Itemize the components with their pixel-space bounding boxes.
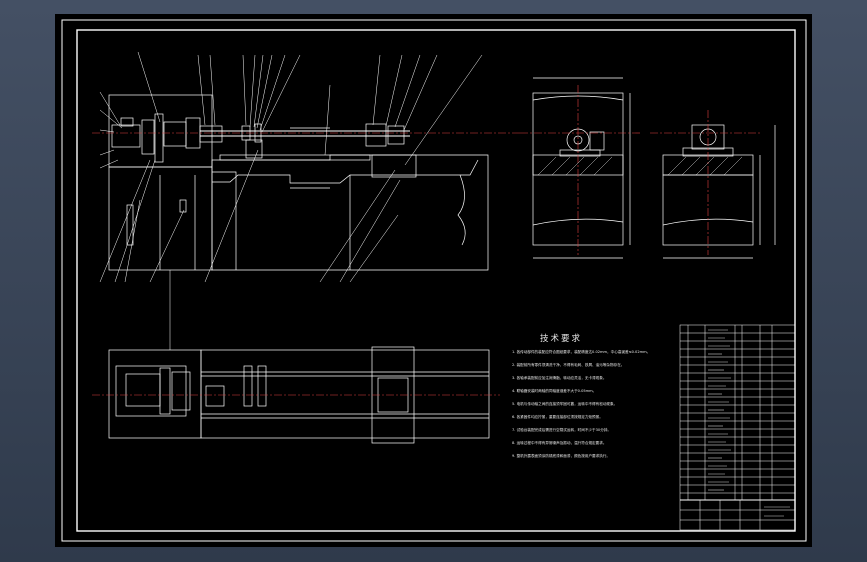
parts-list-entries (708, 329, 790, 517)
center-lines (92, 85, 760, 396)
req-8: 8. 运转过程中不得有异常噪声及振动，温升符合规定要求。 (512, 440, 606, 445)
plan-view (108, 270, 490, 444)
tech-requirements: 技术要求 1. 各传动部件的装配应符合图纸要求，装配精度达0.02mm，中心高误… (512, 333, 650, 458)
req-3: 3. 各轴承装配前应加注润滑脂，转动应灵活，无卡滞现象。 (512, 375, 606, 380)
req-9: 9. 整机外露表面须涂防锈底漆和面漆，颜色按用户要求执行。 (512, 453, 610, 458)
tech-requirements-title: 技术要求 (540, 333, 582, 344)
inner-frame (76, 29, 796, 532)
drawing-sheet (55, 14, 812, 547)
req-7: 7. 试验台装配完成后需进行空载试运转，时间不少于30分钟。 (512, 427, 611, 432)
req-6: 6. 各紧固件均应拧紧，重要连接部位须按规定力矩预紧。 (512, 414, 603, 419)
req-2: 2. 装配前所有零件须清洗干净，不得有毛刺、铁屑、油污等杂物存在。 (512, 362, 624, 367)
outer-frame (61, 19, 807, 542)
front-elevation (108, 94, 489, 271)
req-1: 1. 各传动部件的装配应符合图纸要求，装配精度达0.02mm，中心高误差≤0.0… (512, 349, 650, 354)
parts-list (679, 324, 796, 531)
req-4: 4. 联轴器安装时两轴的同轴度误差不大于0.05mm。 (512, 388, 596, 393)
leader-lines (99, 51, 483, 283)
req-5: 5. 电机与传动轴之间的连接须牢固可靠，运转中不得有松动现象。 (512, 401, 617, 406)
section-hatch (537, 156, 743, 176)
